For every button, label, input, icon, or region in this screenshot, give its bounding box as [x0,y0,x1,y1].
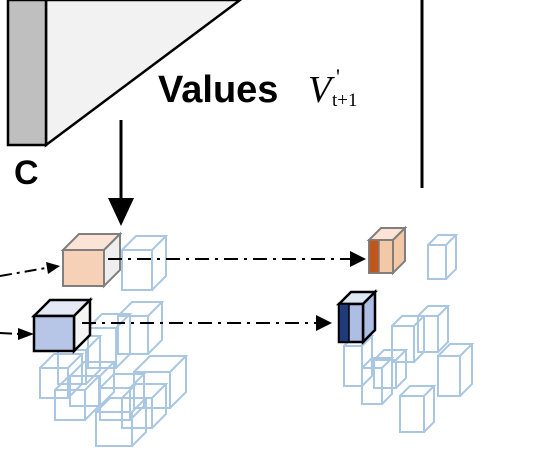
value-tensor-side-face [6,0,48,147]
ghost-cube [437,343,475,397]
ghost-cube [417,305,451,353]
ghost-cube [361,357,395,405]
incoming-arrow-top [0,262,60,277]
left-ghost-cube-cluster [39,235,189,447]
ghost-cube [87,313,133,369]
value-tensor-block [6,0,243,148]
ghost-cube [373,349,409,389]
values-symbol-subscript: t+1 [332,90,358,111]
right-ghost-cube-cluster [343,234,475,433]
values-down-arrow [108,120,134,226]
incoming-arrow-bottom [0,328,34,340]
right-orange-cube [366,225,408,276]
ghost-cube [121,235,169,291]
ghost-cube [121,383,169,429]
values-label: Values [158,69,278,111]
right-blue-cube [335,288,379,346]
ghost-cube [133,355,189,409]
values-symbol-prime: ' [336,64,340,89]
values-symbol: V [308,69,335,111]
channel-label: C [14,154,39,192]
ghost-cube [117,301,165,355]
left-orange-cube [60,231,123,289]
blue-link-arrow [82,315,332,331]
orange-link-arrow [108,251,366,267]
left-blue-cube [30,296,94,355]
ghost-cube [391,315,427,363]
ghost-cube [399,385,437,433]
ghost-cube [427,234,459,280]
